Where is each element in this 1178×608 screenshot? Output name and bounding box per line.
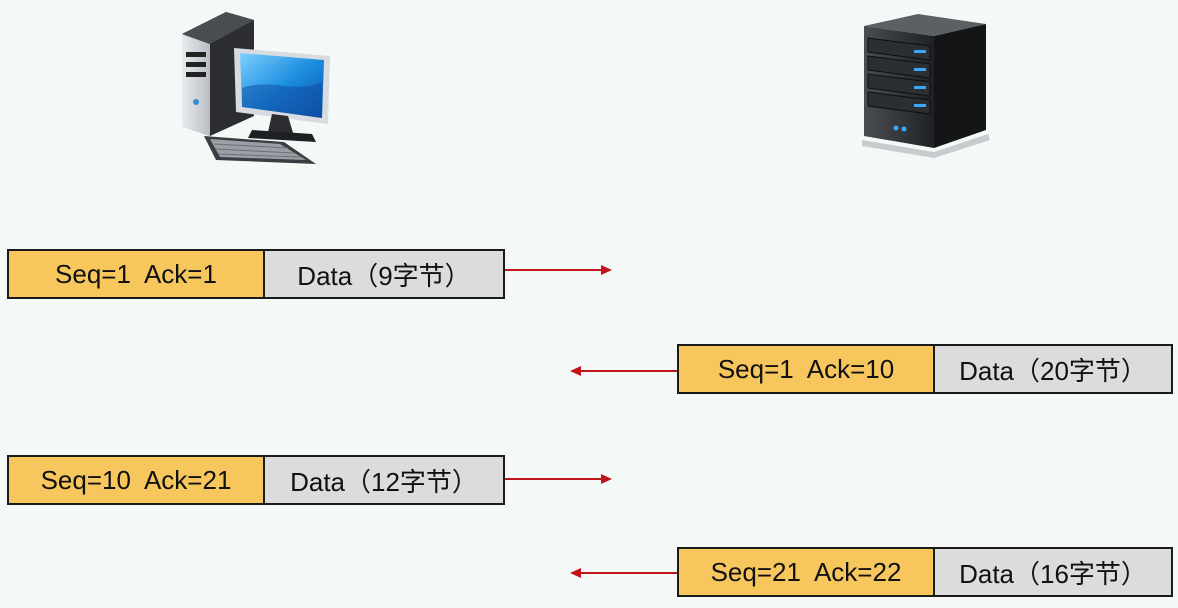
segment-data: Data（16字节） [935, 549, 1171, 595]
segment-header: Seq=1 Ack=1 [9, 251, 265, 297]
arrow-left-icon [567, 361, 679, 381]
segment-header: Seq=21 Ack=22 [679, 549, 935, 595]
tcp-segment-4: Seq=21 Ack=22 Data（16字节） [677, 547, 1173, 597]
arrow-right-icon [505, 260, 615, 280]
segment-data: Data（12字节） [265, 457, 503, 503]
arrow-left-icon [567, 563, 679, 583]
tcp-segment-3: Seq=10 Ack=21 Data（12字节） [7, 455, 505, 505]
segment-header: Seq=10 Ack=21 [9, 457, 265, 503]
segment-data: Data（9字节） [265, 251, 503, 297]
segment-data: Data（20字节） [935, 346, 1171, 392]
tcp-segment-1: Seq=1 Ack=1 Data（9字节） [7, 249, 505, 299]
segment-header: Seq=1 Ack=10 [679, 346, 935, 392]
arrow-right-icon [505, 469, 615, 489]
tcp-segment-2: Seq=1 Ack=10 Data（20字节） [677, 344, 1173, 394]
client-computer-icon [176, 8, 342, 168]
server-tower-icon [858, 8, 1006, 158]
